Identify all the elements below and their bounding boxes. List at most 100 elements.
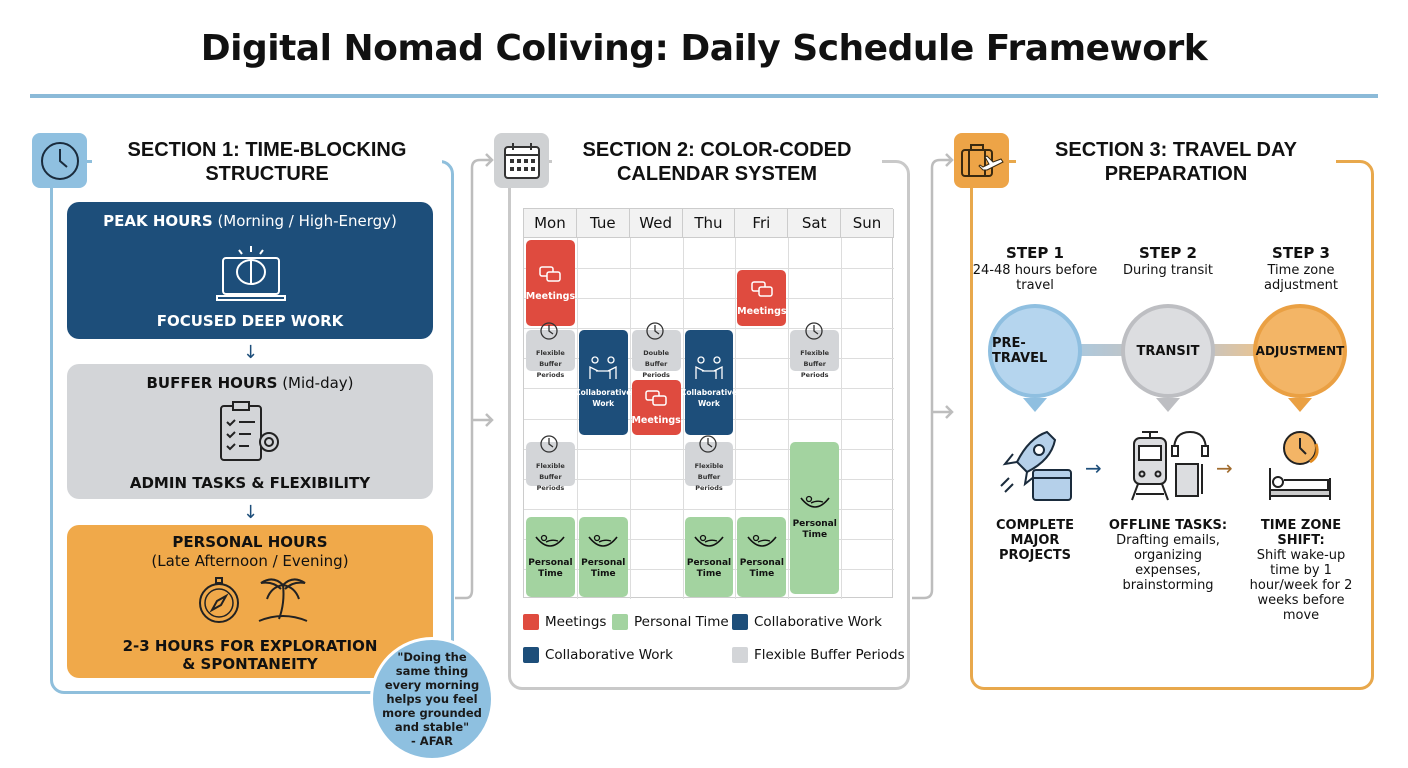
calendar-event-personal[interactable]: Personal Time — [684, 516, 734, 597]
legend-item: Collaborative Work — [732, 614, 882, 630]
event-label: Flexible Buffer Periods — [536, 348, 565, 379]
clock-icon — [539, 434, 561, 458]
quote-attribution: - AFAR — [411, 734, 453, 748]
section3-title-line1: SECTION 3: TRAVEL DAY — [1055, 139, 1297, 161]
event-label: Flexible Buffer Periods — [694, 461, 724, 492]
personal-hours-footer-line1: 2-3 HOURS FOR EXPLORATION — [122, 637, 378, 655]
event-label: Flexible Buffer Periods — [800, 348, 830, 379]
calendar-event-buffer[interactable]: Flexible Buffer Periods — [526, 434, 575, 492]
arrow-down-icon: ↓ — [243, 502, 259, 523]
step3-description: TIME ZONE SHIFT:Shift wake-up time by 1 … — [1236, 518, 1366, 623]
calendar-event-buffer[interactable]: Flexible Buffer Periods — [684, 434, 734, 492]
arrow-right-icon: → — [1085, 456, 1102, 480]
calendar-event-personal[interactable]: Personal Time — [526, 516, 575, 597]
grid-line — [524, 268, 894, 270]
adjustment-phase: ADJUSTMENT — [1253, 304, 1347, 398]
step2-label: STEP 2 — [1139, 244, 1197, 262]
chat-bubbles-icon — [538, 265, 562, 288]
calendar-icon — [494, 133, 549, 188]
hammock-icon — [587, 533, 619, 555]
legend-swatch — [732, 647, 748, 663]
calendar-event-meetings[interactable]: Meetings — [526, 240, 575, 327]
event-label: Meetings — [737, 305, 787, 317]
day-header-fri: Fri — [735, 209, 789, 238]
grid-line — [524, 298, 894, 300]
calendar-event-personal[interactable]: Personal Time — [737, 516, 787, 597]
hammock-icon — [534, 533, 566, 555]
legend-item: Personal Time — [612, 614, 729, 630]
calendar-event-meetings[interactable]: Meetings — [631, 379, 681, 435]
personal-hours-label: PERSONAL HOURS — [172, 533, 328, 551]
buffer-hours-block: BUFFER HOURS (Mid-day) ADMIN TASKS & FLE… — [67, 364, 433, 499]
calendar-event-buffer[interactable]: Double Buffer Periods — [631, 322, 681, 379]
day-header-mon: Mon — [524, 209, 577, 238]
step1-timing: 24-48 hours before travel — [972, 263, 1098, 293]
buffer-hours-label: BUFFER HOURS — [146, 374, 278, 392]
chat-bubbles-icon — [750, 280, 774, 303]
event-label: Meetings — [631, 414, 681, 426]
brain-laptop-icon — [216, 246, 286, 301]
step2-heading: OFFLINE TASKS: — [1108, 518, 1228, 533]
pointer-icon — [1288, 398, 1312, 412]
train-headphones-notebook-icon — [1131, 430, 1209, 501]
chat-bubbles-icon — [644, 389, 668, 412]
peak-hours-block: PEAK HOURS (Morning / High-Energy) FOCUS… — [67, 202, 433, 339]
pre-travel-phase: PRE-TRAVEL — [988, 304, 1082, 398]
section3-title-line2: PREPARATION — [1104, 163, 1248, 185]
people-meeting-icon — [692, 355, 726, 384]
legend-swatch — [612, 614, 628, 630]
buffer-hours-footer: ADMIN TASKS & FLEXIBILITY — [129, 474, 371, 492]
clock-icon — [539, 321, 561, 345]
peak-hours-time: (Morning / High-Energy) — [212, 212, 397, 230]
calendar-event-collab[interactable]: Collaborative Work — [681, 330, 737, 435]
step3-timing: Time zone adjustment — [1264, 263, 1338, 293]
luggage-plane-icon — [954, 133, 1009, 188]
event-label: Personal Time — [528, 558, 573, 580]
calendar-event-personal[interactable]: Personal Time — [578, 516, 628, 597]
phase-label: TRANSIT — [1136, 343, 1200, 359]
legend-label: Collaborative Work — [545, 647, 673, 663]
calendar-event-personal[interactable]: Personal Time — [790, 441, 840, 594]
section3-title: SECTION 3: TRAVEL DAY PREPARATION — [1016, 138, 1336, 186]
calendar-event-meetings[interactable]: Meetings — [737, 270, 787, 327]
section2-title: SECTION 2: COLOR-CODED CALENDAR SYSTEM — [552, 138, 882, 186]
calendar-event-buffer[interactable]: Flexible Buffer Periods — [790, 322, 840, 379]
clock-icon — [32, 133, 87, 188]
event-label: Collaborative Work — [680, 388, 738, 409]
buffer-hours-time: (Mid-day) — [277, 374, 354, 392]
quote-text: "Doing the same thing every morning help… — [382, 650, 482, 734]
peak-hours-footer: FOCUSED DEEP WORK — [156, 312, 344, 330]
personal-hours-footer-line2: & SPONTANEITY — [182, 655, 318, 673]
event-label: Personal Time — [686, 558, 732, 580]
transit-phase: TRANSIT — [1121, 304, 1215, 398]
section1-title: SECTION 1: TIME-BLOCKING STRUCTURE — [92, 138, 442, 186]
legend-swatch — [732, 614, 748, 630]
section1-title-line2: STRUCTURE — [205, 163, 329, 185]
step1-description: COMPLETE MAJOR PROJECTS — [970, 518, 1100, 563]
legend-swatch — [523, 614, 539, 630]
section1-title-line1: SECTION 1: TIME-BLOCKING — [127, 139, 407, 161]
legend-label: Meetings — [545, 614, 607, 630]
peak-hours-label: PEAK HOURS — [103, 212, 213, 230]
day-header-sun: Sun — [841, 209, 894, 238]
calendar-event-buffer[interactable]: Flexible Buffer Periods — [526, 322, 575, 379]
legend-item: Meetings — [523, 614, 606, 630]
rocket-calendar-icon — [1000, 430, 1072, 501]
personal-hours-block: PERSONAL HOURS(Late Afternoon / Evening)… — [67, 525, 433, 678]
event-label: Flexible Buffer Periods — [536, 461, 565, 492]
clipboard-gear-icon — [220, 401, 279, 461]
hammock-icon — [693, 533, 725, 555]
clock-icon — [698, 434, 720, 458]
legend-item: Collaborative Work — [523, 647, 673, 663]
clock-bed-icon — [1269, 431, 1331, 500]
legend-label: Collaborative Work — [754, 614, 882, 630]
page-title: Digital Nomad Coliving: Daily Schedule F… — [200, 28, 1208, 69]
clock-icon — [645, 321, 667, 345]
legend-swatch — [523, 647, 539, 663]
phase-label: PRE-TRAVEL — [992, 336, 1048, 366]
day-header-tue: Tue — [576, 209, 630, 238]
clock-icon — [804, 321, 826, 345]
legend-item: Flexible Buffer Periods — [732, 647, 905, 663]
calendar-event-collab[interactable]: Collaborative Work — [575, 330, 631, 435]
